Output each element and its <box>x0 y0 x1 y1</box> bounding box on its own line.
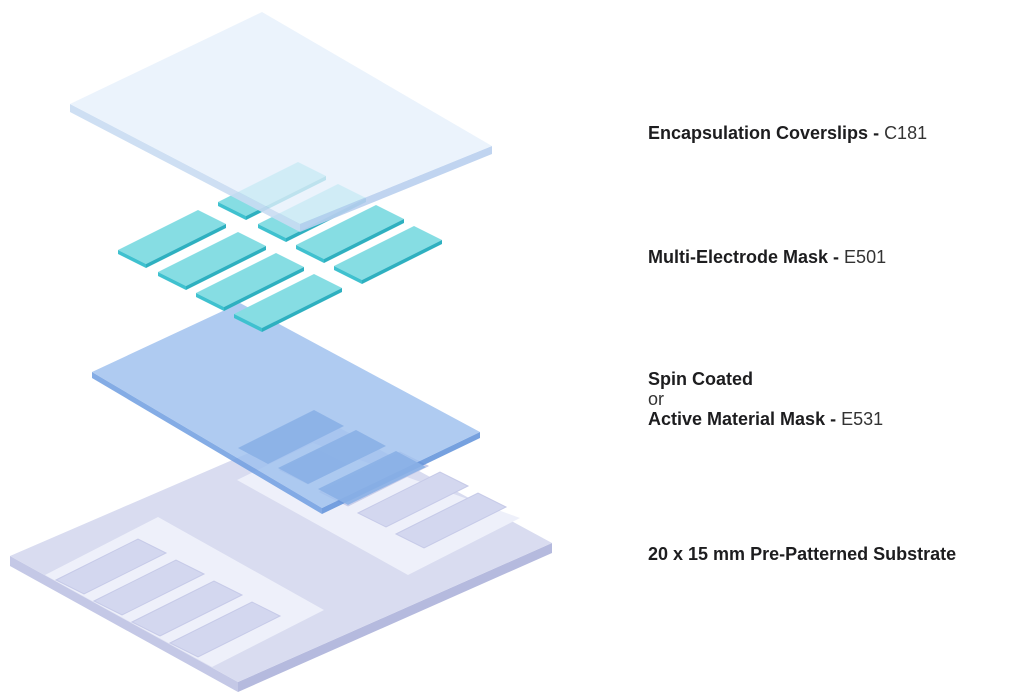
active-layer-top <box>92 303 480 508</box>
active-layer-code: E531 <box>841 409 884 429</box>
mask-strip <box>118 210 226 268</box>
coverslip-side-left <box>70 104 300 232</box>
substrate-pad <box>356 471 470 528</box>
substrate-pad <box>130 580 244 637</box>
active-layer-name: Active Material Mask <box>648 409 826 429</box>
active-layer-strip <box>238 410 344 464</box>
substrate-name: 20 x 15 mm Pre-Patterned Substrate <box>648 544 957 564</box>
substrate-label: 20 x 15 mm Pre-Patterned Substrate <box>648 543 956 565</box>
mask-strip <box>334 226 442 284</box>
active-material-layer <box>92 303 480 514</box>
active-layer-strip <box>318 451 426 505</box>
electrode-mask-code: E501 <box>844 247 887 267</box>
coverslips-label: Encapsulation Coverslips - C181 <box>648 122 927 144</box>
active-layer-separator: - <box>825 409 842 429</box>
mask-strip <box>196 253 304 311</box>
mask-strip <box>234 274 342 332</box>
coverslip-side-right <box>300 146 492 232</box>
electrode-mask-separator: - <box>828 247 845 267</box>
mask-strip <box>158 232 266 290</box>
coverslips-code: C181 <box>884 123 928 143</box>
active-layer-line1: Spin Coated <box>648 369 754 389</box>
coverslip-top <box>70 12 492 224</box>
electrode-mask-label: Multi-Electrode Mask - E501 <box>648 246 886 268</box>
coverslips-name: Encapsulation Coverslips <box>648 123 869 143</box>
substrate-pad <box>92 559 206 616</box>
electrode-mask-name: Multi-Electrode Mask <box>648 247 829 267</box>
substrate-pad <box>168 601 282 658</box>
substrate-side-left <box>10 556 238 692</box>
coverslip-layer <box>70 12 492 232</box>
coverslips-separator: - <box>868 123 885 143</box>
substrate-pad <box>54 538 168 595</box>
active-layer-side-left <box>92 372 322 514</box>
active-layer-strip <box>278 430 386 484</box>
active-layer-label: Spin Coated or Active Material Mask - E5… <box>648 369 883 429</box>
mask-strip <box>296 205 404 263</box>
substrate-side-right <box>238 543 552 692</box>
active-layer-line2: or <box>648 389 665 409</box>
substrate-pad <box>394 492 508 549</box>
